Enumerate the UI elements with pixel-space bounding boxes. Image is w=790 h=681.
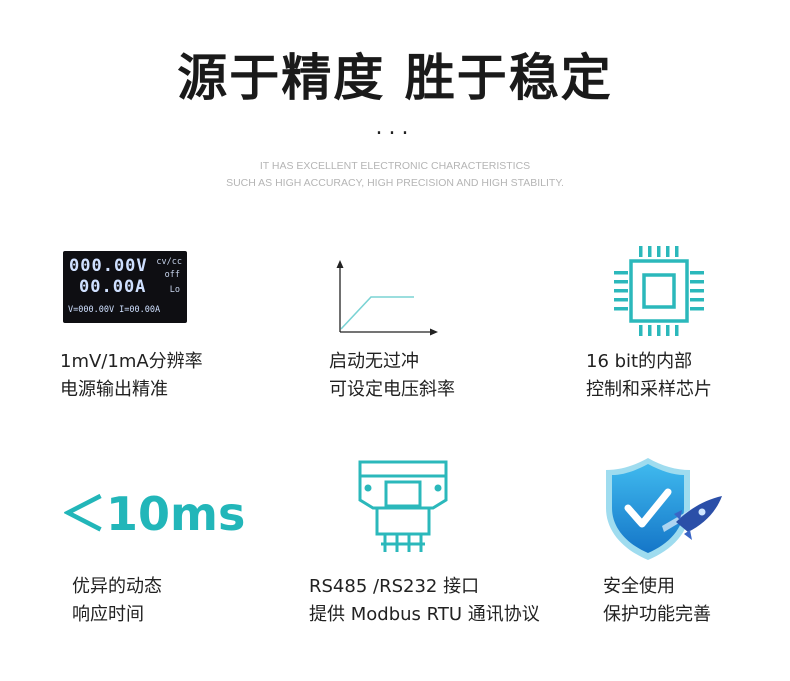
feature-caption-resolution: 1mV/1mA分辨率 电源输出精准 [60, 348, 203, 404]
shield-rocket-icon [606, 458, 722, 560]
lcd-display-icon: 000.00V 00.00A cv/cc off Lo V=000.00V I=… [63, 251, 187, 323]
page-title: 源于精度 胜于稳定 [177, 49, 613, 107]
feature-line1: 启动无过冲 [329, 351, 419, 372]
feature-caption-chip: 16 bit的内部 控制和采样芯片 [586, 348, 712, 404]
lcd-setpoints: V=000.00V I=00.00A [68, 305, 161, 315]
feature-line2: 响应时间 [72, 604, 144, 625]
feature-line2: 保护功能完善 [603, 604, 711, 625]
lcd-current: 00.00A [79, 277, 147, 297]
feature-line2: 提供 Modbus RTU 通讯协议 [309, 604, 540, 625]
feature-caption-overshoot: 启动无过冲 可设定电压斜率 [329, 348, 455, 404]
feature-caption-response: 优异的动态 响应时间 [72, 573, 162, 629]
serial-connector-icon [358, 460, 448, 552]
feature-line1: RS485 /RS232 接口 [309, 576, 480, 597]
feature-line2: 电源输出精准 [60, 379, 168, 400]
feature-line1: 16 bit的内部 [586, 351, 693, 372]
subtitle-line2: SUCH AS HIGH ACCURACY, HIGH PRECISION AN… [226, 177, 564, 189]
lcd-mode: cv/cc [156, 257, 182, 267]
feature-caption-safety: 安全使用 保护功能完善 [603, 573, 711, 629]
subtitle-line1: IT HAS EXCELLENT ELECTRONIC CHARACTERIST… [259, 160, 531, 172]
chip-icon [614, 246, 704, 336]
feature-line1: 安全使用 [603, 576, 675, 597]
feature-line1: 优异的动态 [72, 576, 162, 597]
response-time-value: ＜10ms [60, 487, 246, 541]
feature-line2: 可设定电压斜率 [329, 379, 455, 400]
title-dots: ... [375, 115, 415, 140]
lcd-lock: Lo [169, 285, 180, 295]
lcd-voltage: 000.00V [69, 256, 148, 276]
ramp-graph-icon [336, 260, 438, 336]
lcd-output: off [164, 270, 180, 280]
feature-line1: 1mV/1mA分辨率 [60, 351, 203, 372]
feature-line2: 控制和采样芯片 [586, 379, 712, 400]
feature-caption-interface: RS485 /RS232 接口 提供 Modbus RTU 通讯协议 [309, 573, 540, 629]
